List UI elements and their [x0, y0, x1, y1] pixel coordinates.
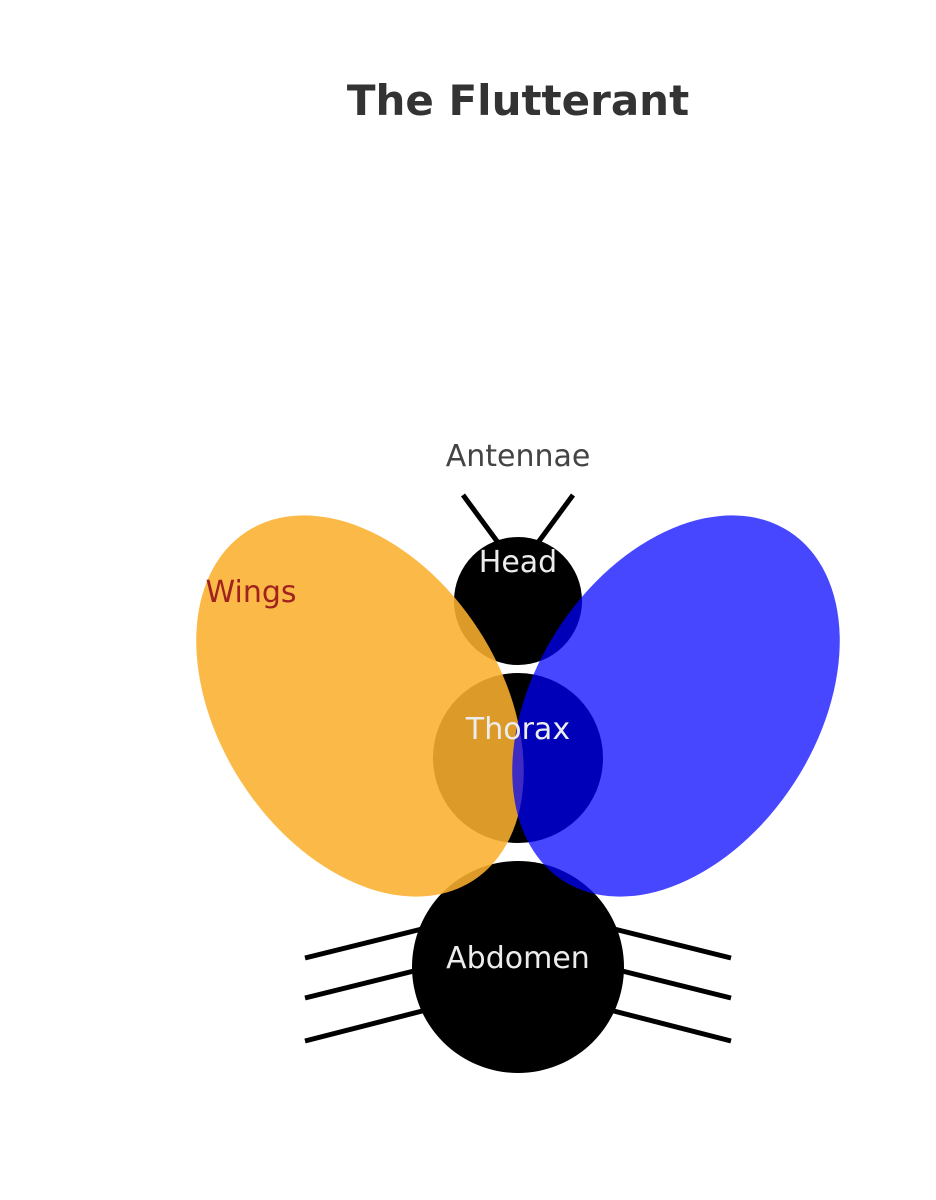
thorax-label: Thorax	[465, 712, 570, 747]
legs	[304, 924, 732, 1044]
diagram-title: The Flutterant	[347, 76, 689, 125]
leg-right-1	[605, 924, 732, 961]
wings-label: Wings	[205, 575, 296, 610]
leg-left-3	[304, 1006, 431, 1044]
head	[454, 537, 582, 665]
leg-left-1	[304, 924, 431, 961]
head-label: Head	[479, 545, 557, 580]
antennae-label: Antennae	[446, 439, 591, 474]
leg-left-2	[304, 964, 431, 1001]
abdomen-label: Abdomen	[446, 941, 590, 976]
leg-right-3	[605, 1006, 732, 1044]
left-antenna	[460, 493, 505, 550]
right-wing	[512, 515, 840, 897]
left-wing	[196, 515, 524, 897]
antennae	[460, 493, 576, 550]
right-antenna	[531, 493, 576, 550]
abdomen	[412, 861, 624, 1073]
leg-right-2	[605, 964, 732, 1001]
